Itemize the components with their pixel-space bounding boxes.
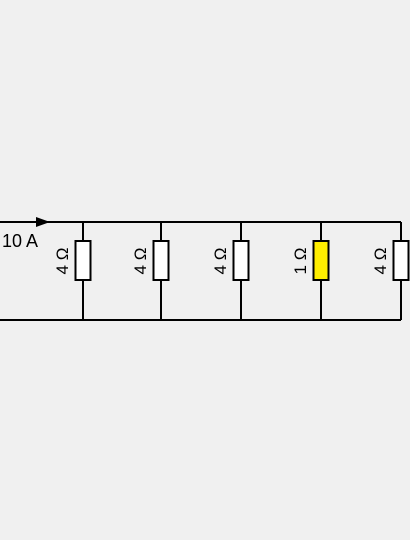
resistor-label-5: 4 Ω [371,248,390,275]
resistor-label-4: 1 Ω [291,248,310,275]
resistor-2 [152,240,170,281]
resistor-branch-4: 1 Ω [291,222,330,320]
resistor-branch-5: 4 Ω [371,222,410,320]
resistor-1 [74,240,92,281]
resistor-5 [392,240,410,281]
current-label: 10 A [2,231,38,251]
resistor-branches: 4 Ω 4 Ω 4 Ω 1 Ω 4 Ω [53,222,410,320]
resistor-label-1: 4 Ω [53,248,72,275]
resistor-label-3: 4 Ω [211,248,230,275]
resistor-branch-1: 4 Ω [53,222,92,320]
resistor-label-2: 4 Ω [131,248,150,275]
resistor-3 [232,240,250,281]
resistor-branch-3: 4 Ω [211,222,250,320]
current-arrow-icon [36,217,50,227]
resistor-4 [312,240,330,281]
resistor-branch-2: 4 Ω [131,222,170,320]
